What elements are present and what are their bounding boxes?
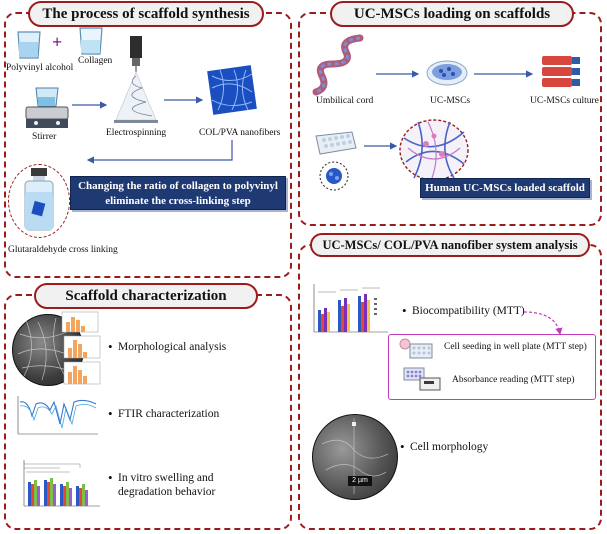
absorbance-label: Absorbance reading (MTT step) [452,375,575,385]
crosslink-note-line2: eliminate the cross-linking step [105,195,251,207]
culture-flask-icon [542,56,580,87]
morph-bullet: Morphological analysis [108,340,226,354]
plus-sign: + [52,32,63,52]
ftir-bullet: FTIR characterization [108,407,219,421]
swelling-line1: In vitro swelling and [118,472,214,484]
electrospinning-icon [114,36,158,123]
synthesis-arrows [72,96,233,164]
morphology-bullet: Cell morphology [400,440,488,454]
loaded-scaffold-icon [399,119,469,181]
crosslink-note-line1: Changing the ratio of collagen to polyvi… [78,180,278,192]
stirrer-label: Stirrer [32,132,57,142]
arrow-fibers-to-vial [86,140,233,164]
biocompat-bullet: Biocompatibility (MTT) [402,304,525,318]
synthesis-title: The process of scaffold synthesis [28,1,264,27]
characterization-title: Scaffold characterization [34,283,258,309]
nanofiber-mesh-icon [207,65,257,115]
umbilical-cord-icon [312,34,364,96]
petri-dish-icon [426,60,468,86]
glutaraldehyde-vial-icon [24,168,54,231]
glutaraldehyde-label: Glutaraldehyde cross linking [8,245,118,255]
mtt-steps-box [388,334,596,400]
swelling-line2: degradation behavior [118,486,216,498]
collagen-label: Collagen [78,56,113,66]
loading-title: UC-MSCs loading on scaffolds [330,1,574,27]
collagen-beaker-icon [79,27,103,55]
loaded-scaffold-label: Human UC-MSCs loaded scaffold [420,178,590,198]
histogram-charts-icon [61,311,101,385]
pva-beaker-icon [17,31,41,59]
vial-circle [8,164,70,238]
ftir-spectrum-icon [17,396,98,435]
cell-sphere-icon [319,161,349,191]
pva-label: Polyvinyl alcohol [6,63,74,73]
nanofibers-label: COL/PVA nanofibers [199,128,281,138]
scale-bar: 2 µm [348,476,372,486]
umbilical-label: Umbilical cord [316,96,374,106]
swelling-bullet: In vitro swelling and degradation behavi… [108,471,216,499]
analysis-title: UC-MSCs/ COL/PVA nanofiber system analys… [310,233,590,257]
seeding-label: Cell seeding in well plate (MTT step) [444,342,587,352]
well-plate-icon [315,131,357,155]
swelling-bar-chart-icon [23,460,100,507]
loading-arrows [364,70,534,150]
ucmscs-label: UC-MSCs [430,96,471,106]
crosslink-note: Changing the ratio of collagen to polyvi… [70,176,286,210]
stirrer-icon [25,87,69,128]
seeding-plate-icon [399,338,433,359]
electrospinning-label: Electrospinning [106,128,167,138]
culture-label: UC-MSCs culture [530,96,599,106]
mtt-bar-chart-icon [313,284,388,333]
plate-reader-icon [403,367,441,391]
